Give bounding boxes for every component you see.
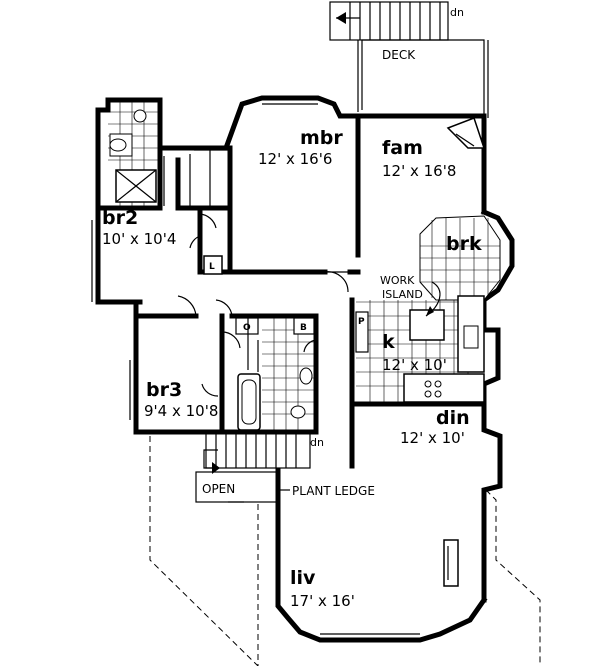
interior-walls bbox=[95, 145, 487, 499]
dashed-outline bbox=[149, 436, 541, 666]
br2-name: br2 bbox=[102, 207, 138, 229]
room-labels: mbr 12' x 16'6 fam 12' x 16'8 brk br2 10… bbox=[102, 127, 482, 610]
plant-ledge-label: PLANT LEDGE bbox=[292, 484, 375, 498]
mbr-size: 12' x 16'6 bbox=[258, 150, 332, 168]
br2-size: 10' x 10'4 bbox=[102, 230, 176, 248]
toilet-icon bbox=[109, 138, 127, 152]
stair-arrow-icon bbox=[212, 462, 220, 474]
sink-icon bbox=[463, 325, 479, 349]
front-stair-dn-label: dn bbox=[310, 436, 324, 449]
liv-size: 17' x 16' bbox=[290, 592, 355, 610]
linen-closet-label: L bbox=[209, 262, 215, 272]
cooktop-icon bbox=[424, 380, 442, 398]
liv-name: liv bbox=[290, 567, 316, 589]
deck-stair-treads bbox=[349, 2, 441, 40]
sink-icon bbox=[299, 367, 313, 385]
deck-label: DECK bbox=[382, 48, 416, 62]
fireplace-icon bbox=[446, 117, 486, 149]
deck: dn DECK bbox=[329, 1, 489, 118]
work-island-label-line1: WORK bbox=[380, 274, 415, 287]
windows bbox=[91, 97, 501, 635]
din-name: din bbox=[436, 407, 470, 429]
master-bath bbox=[108, 102, 228, 206]
plant-ledge-area bbox=[195, 471, 290, 503]
doors bbox=[177, 213, 349, 397]
closet-b-label: B bbox=[300, 323, 307, 333]
br3-name: br3 bbox=[146, 379, 182, 401]
work-island bbox=[409, 309, 445, 341]
kitchen-area: P bbox=[355, 281, 485, 403]
mbr-name: mbr bbox=[300, 127, 343, 149]
fireplace-icon bbox=[443, 539, 459, 587]
open-label: OPEN bbox=[202, 482, 235, 496]
closet-o-label: O bbox=[243, 323, 251, 333]
kitchen-name: k bbox=[382, 331, 395, 353]
brk-name: brk bbox=[446, 233, 482, 255]
fam-name: fam bbox=[382, 137, 423, 159]
din-size: 12' x 10' bbox=[400, 429, 465, 447]
fam-size: 12' x 16'8 bbox=[382, 162, 456, 180]
pantry-label: P bbox=[358, 317, 365, 327]
kitchen-size: 12' x 10' bbox=[382, 356, 447, 374]
breakfast-nook bbox=[419, 215, 501, 301]
front-stairs bbox=[203, 431, 311, 474]
toilet-icon bbox=[290, 405, 306, 419]
work-island-label-line2: ISLAND bbox=[382, 288, 423, 301]
stair-arrow-icon bbox=[336, 12, 346, 24]
center-bath: O B bbox=[235, 316, 315, 431]
deck-stair-dn-label: dn bbox=[450, 6, 464, 19]
sink-icon bbox=[133, 109, 147, 123]
br3-size: 9'4 x 10'8 bbox=[144, 402, 218, 420]
